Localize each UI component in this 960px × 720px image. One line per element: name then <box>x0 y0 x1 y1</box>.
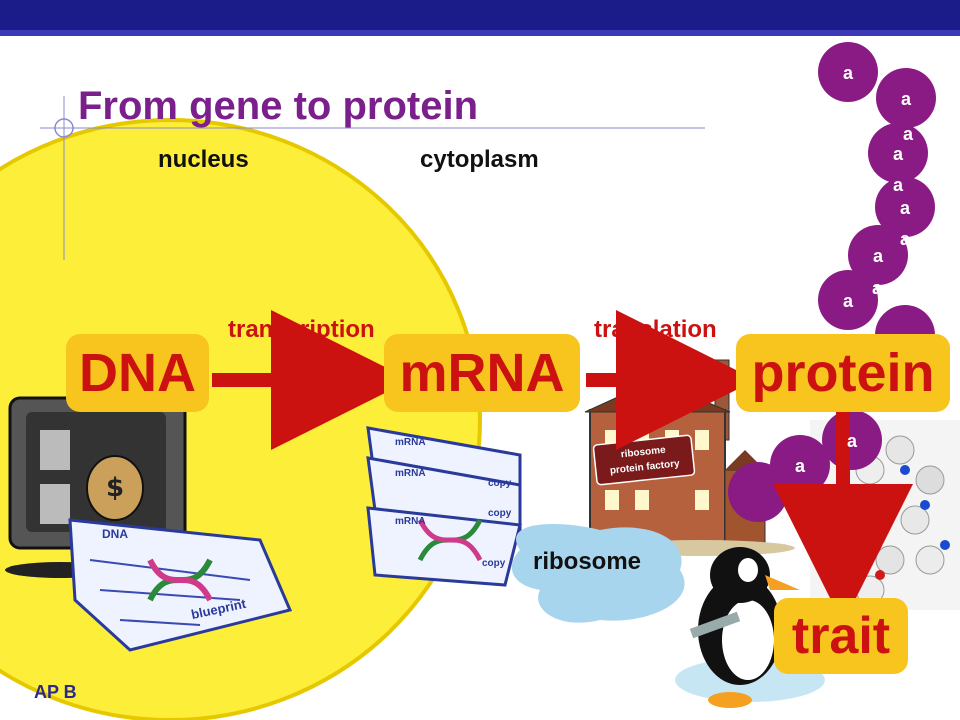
amino-acid-letter: a <box>847 431 858 451</box>
mrna-copy-tag: mRNA <box>395 437 426 448</box>
amino-acid-bead <box>868 123 928 183</box>
ribosome-blob <box>511 524 685 623</box>
blueprint-scroll <box>68 518 293 652</box>
amino-acid-letter: a <box>872 278 883 298</box>
amino-acid-bead <box>818 270 878 330</box>
amino-acid-letter: a <box>900 229 911 249</box>
blueprint-word: blueprint <box>190 596 248 622</box>
amino-acid-letter: a <box>843 63 854 83</box>
amino-acid-letter: a <box>903 124 914 144</box>
top-bar-accent <box>0 30 960 36</box>
amino-acid-letter: a <box>843 291 854 311</box>
safe-icon: $ <box>5 396 187 578</box>
top-bar <box>0 0 960 30</box>
amino-acid-letter: a <box>893 175 904 195</box>
cytoplasm-label: cytoplasm <box>420 146 539 173</box>
blueprint-dna-tag: DNA <box>102 527 128 541</box>
amino-acid-letter: a <box>901 89 912 109</box>
amino-acid-letter: a <box>900 198 911 218</box>
factory-sign-line2: protein factory <box>609 458 680 476</box>
mrna-box: mRNA <box>384 334 580 412</box>
decor-crosshair <box>54 118 74 138</box>
dna-box: DNA <box>66 334 209 412</box>
amino-acid-letter: a <box>893 144 904 164</box>
slide-title: From gene to protein <box>78 84 478 128</box>
factory-sign-line1: ribosome <box>620 445 666 461</box>
amino-acid-letter: a <box>873 246 884 266</box>
amino-acid-bead <box>876 68 936 128</box>
amino-acid-bead <box>818 42 878 102</box>
trait-box: trait <box>774 598 908 674</box>
mrna-copy-tag: mRNA <box>395 468 426 479</box>
translation-label: translation <box>594 316 717 343</box>
mrna-copy-tag: mRNA <box>395 516 426 527</box>
amino-acid-bead <box>848 225 908 285</box>
footer-course-label: AP B <box>34 682 77 702</box>
svg-text:$: $ <box>106 473 124 503</box>
amino-acid-letter: a <box>795 456 806 476</box>
mrna-copy-word: copy <box>488 478 512 489</box>
mrna-copy-word: copy <box>482 558 506 569</box>
transcription-label: transcription <box>228 316 375 343</box>
amino-acid-bead <box>875 177 935 237</box>
amino-acid-chain <box>728 42 936 522</box>
ribosome-label: ribosome <box>533 548 642 575</box>
protein-box: protein <box>736 334 950 412</box>
mrna-copy-word: copy <box>488 508 512 519</box>
nucleus-label: nucleus <box>158 146 249 173</box>
